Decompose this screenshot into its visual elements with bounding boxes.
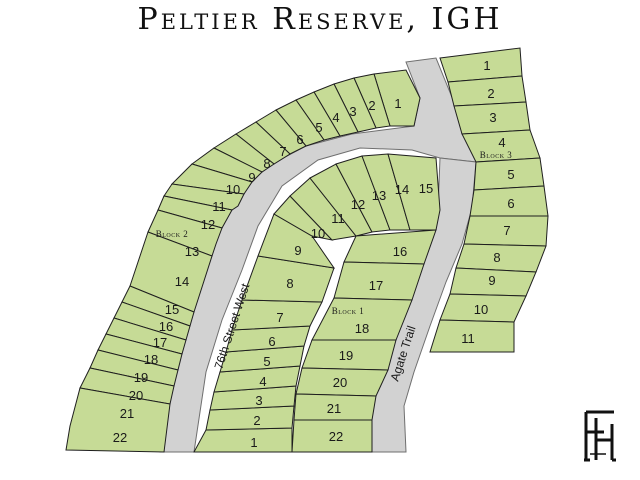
lot-label: 6 [268, 334, 275, 349]
lot-label: 6 [296, 132, 303, 147]
lot-label: 2 [368, 98, 375, 113]
lot-label: 9 [248, 170, 255, 185]
lot-label: 15 [165, 302, 179, 317]
lot-label: 19 [134, 370, 148, 385]
lot-label: 10 [226, 182, 240, 197]
lot-label: 12 [351, 197, 365, 212]
lot-label: 1 [250, 435, 257, 450]
lot-label: 17 [369, 278, 383, 293]
lot-label: 13 [372, 188, 386, 203]
block-3 [429, 47, 549, 353]
block-1 [193, 153, 441, 453]
lot-label: 4 [259, 374, 266, 389]
lot-label: 21 [120, 406, 134, 421]
lot-label: 5 [315, 120, 322, 135]
page-title: Peltier Reserve, IGH [137, 2, 503, 37]
lot-label: 13 [185, 244, 199, 259]
lot-label: 1 [394, 96, 401, 111]
lot-label: 8 [263, 156, 270, 171]
lot-label: 8 [286, 276, 293, 291]
lot-label: 16 [393, 244, 407, 259]
lot-label: 2 [487, 86, 494, 101]
lot-label: 6 [507, 196, 514, 211]
lot-label: 22 [113, 430, 127, 445]
block-label: Block 1 [332, 306, 365, 316]
lot-label: 7 [279, 144, 286, 159]
lot-label: 1 [483, 58, 490, 73]
lot-label: 11 [461, 331, 475, 346]
lot-label: 7 [503, 223, 510, 238]
lot-label: 11 [331, 211, 345, 226]
lot-label: 14 [395, 182, 409, 197]
lot-label: 5 [263, 354, 270, 369]
lot-label: 22 [329, 429, 343, 444]
lot-label: 17 [153, 335, 167, 350]
block-label: Block 3 [480, 150, 513, 160]
block-2 [65, 69, 421, 453]
lot-label: 12 [201, 217, 215, 232]
lot-label: 20 [129, 388, 143, 403]
lot-label: 3 [489, 110, 496, 125]
lot-label: 18 [355, 321, 369, 336]
lot-label: 14 [175, 274, 189, 289]
lot-label: 15 [419, 181, 433, 196]
lot-label: 19 [339, 348, 353, 363]
block-label: Block 2 [156, 229, 189, 239]
fh-monogram-icon [584, 410, 616, 462]
lot-label: 16 [159, 319, 173, 334]
lot-label: 9 [294, 243, 301, 258]
lot-label: 3 [349, 104, 356, 119]
lot-label: 5 [507, 167, 514, 182]
lot-label: 21 [327, 401, 341, 416]
lot-label: 4 [498, 135, 505, 150]
lot-label: 4 [332, 110, 339, 125]
lot-label: 10 [311, 226, 325, 241]
lot-label: 9 [488, 273, 495, 288]
lot-label: 2 [253, 413, 260, 428]
lot-label: 8 [493, 250, 500, 265]
lot-label: 11 [212, 199, 226, 214]
lot-label: 20 [333, 375, 347, 390]
lot-label: 3 [255, 393, 262, 408]
lot-label: 7 [276, 310, 283, 325]
lot-label: 18 [144, 352, 158, 367]
lot-label: 10 [474, 302, 488, 317]
